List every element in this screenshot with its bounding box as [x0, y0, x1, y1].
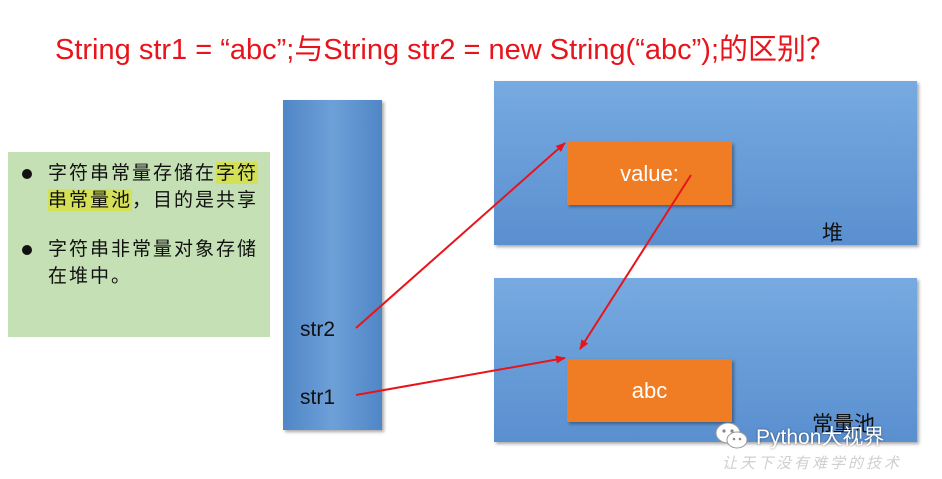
- constant-pool-label: 常量池: [812, 412, 875, 436]
- note-text: ，目的是共享: [132, 189, 259, 211]
- stack-slot-str2: str2: [300, 318, 336, 341]
- note-heap: 字符串非常量对象存储在堆中。: [22, 236, 260, 290]
- wechat-icon: [715, 422, 748, 449]
- stack-column: str2 str1: [283, 100, 382, 430]
- notes-panel: 字符串常量存储在字符串常量池，目的是共享 字符串非常量对象存储在堆中。: [8, 152, 270, 337]
- brand-watermark: Python大视界: [714, 420, 884, 452]
- note-constant-pool: 字符串常量存储在字符串常量池，目的是共享: [22, 160, 260, 214]
- arrow-str1-to-pool: [355, 355, 566, 396]
- brand-name: Python大视界: [756, 426, 885, 449]
- bullet-icon: [22, 169, 32, 179]
- pool-string-literal: abc: [567, 359, 732, 422]
- note-text: 字符串常量存储在: [48, 162, 217, 184]
- note-text: 字符串非常量对象存储在堆中。: [48, 238, 259, 287]
- page-title: String str1 = “abc”;与String str2 = new S…: [55, 34, 835, 66]
- arrow-value-to-pool: [579, 174, 692, 350]
- heap-label: 堆: [822, 221, 843, 245]
- heap-string-object: value:: [567, 142, 732, 205]
- arrow-str2-to-heap: [355, 142, 566, 329]
- heap-area: value: 堆: [494, 81, 917, 245]
- bullet-icon: [22, 245, 32, 255]
- stack-slot-str1: str1: [300, 386, 336, 409]
- brand-tagline: 让天下没有难学的技术: [722, 454, 903, 472]
